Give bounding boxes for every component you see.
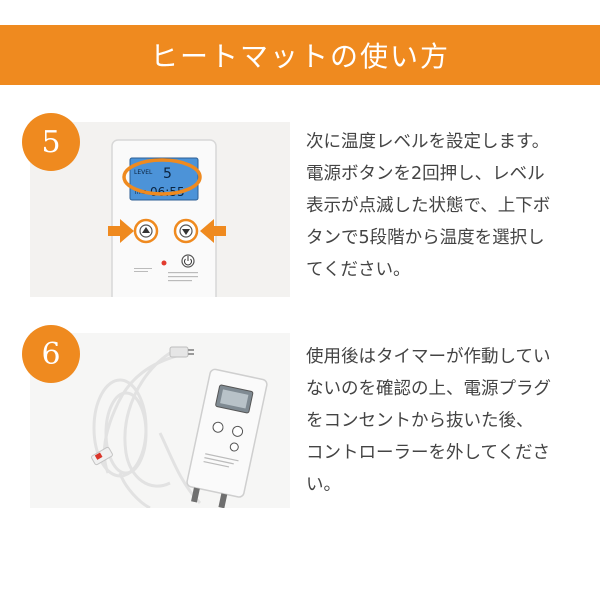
step-number-badge: 6 — [22, 325, 80, 383]
mat-connector — [91, 446, 113, 466]
section-header: ヒートマットの使い方 — [0, 25, 600, 85]
lcd-level-label: LEVEL — [134, 169, 153, 176]
power-cord — [92, 351, 202, 508]
controller-device — [186, 368, 268, 508]
power-button[interactable] — [181, 254, 195, 268]
controller-label-lines — [134, 268, 198, 282]
power-indicator-led — [161, 260, 167, 266]
up-button[interactable] — [133, 218, 159, 244]
lcd-level-value: 5 — [163, 166, 172, 182]
power-plug — [169, 346, 194, 358]
header-title: ヒートマットの使い方 — [149, 40, 450, 73]
down-arrow-icon — [182, 229, 190, 235]
lcd-highlight — [122, 158, 202, 196]
lcd-time-label: TIME — [133, 190, 146, 196]
arrow-left-icon — [200, 219, 226, 243]
step-instruction-text: 次に温度レベルを設定します。 電源ボタンを2回押し、レベル 表示が点滅した状態で… — [306, 132, 551, 280]
power-icon — [184, 258, 192, 266]
up-arrow-icon — [142, 227, 150, 233]
step-number-badge: 5 — [22, 113, 80, 171]
controller-photo: LEVEL 5 TIME 06:55 — [30, 122, 290, 297]
step-instruction-text: 使用後はタイマーが作動してい ないのを確認の上、電源プラグ をコンセントから抜い… — [306, 347, 551, 495]
arrow-right-icon — [108, 219, 134, 243]
lcd-display: LEVEL 5 TIME 06:55 — [129, 157, 199, 201]
down-button[interactable] — [173, 218, 199, 244]
